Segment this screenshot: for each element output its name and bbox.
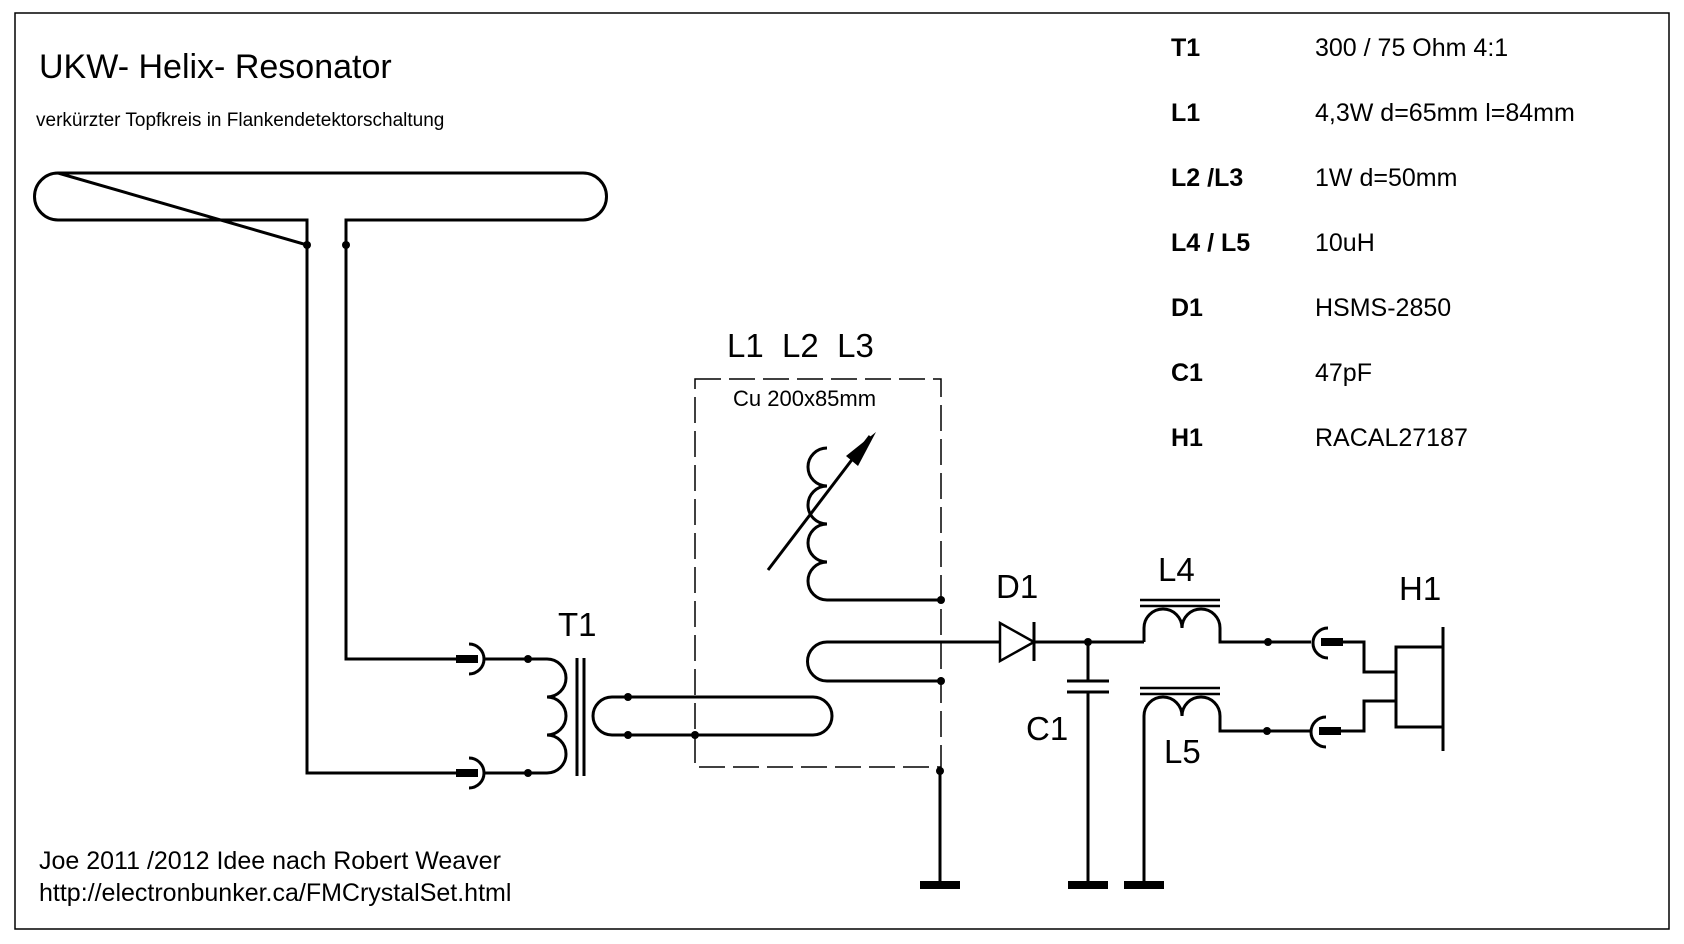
c1-capacitor (1067, 642, 1109, 889)
resonator-label: L1 L2 L3 (727, 327, 874, 364)
page-subtitle: verkürzter Topfkreis in Flankendetektors… (36, 110, 445, 131)
part-ref: L2 /L3 (1171, 164, 1244, 192)
l2-loop (808, 642, 1001, 681)
junction-dot (524, 769, 532, 777)
c1-label: C1 (1026, 710, 1069, 747)
footer-credit: Joe 2011 /2012 Idee nach Robert Weaver (39, 847, 501, 875)
l1-loop (813, 697, 832, 735)
ground-symbol (920, 881, 960, 889)
part-value: 10uH (1315, 229, 1375, 257)
resonator-box-label: Cu 200x85mm (733, 386, 877, 411)
h1-label: H1 (1399, 570, 1442, 607)
part-value: HSMS-2850 (1315, 294, 1452, 322)
part-ref: C1 (1171, 359, 1203, 387)
t1-input-connector-top (456, 644, 484, 674)
part-ref: D1 (1171, 294, 1203, 322)
part-ref: L1 (1171, 99, 1201, 127)
l3-variable-coil (808, 448, 941, 600)
d1-label: D1 (996, 568, 1039, 605)
junction-dot (937, 677, 945, 685)
d1-diode (998, 620, 1037, 664)
footer-url[interactable]: http://electronbunker.ca/FMCrystalSet.ht… (39, 879, 512, 907)
part-value: 300 / 75 Ohm 4:1 (1315, 34, 1509, 62)
t1-input-connector-bottom (456, 758, 484, 788)
part-ref: T1 (1171, 34, 1201, 62)
junction-dot (1263, 727, 1271, 735)
t1-secondary-loop (593, 697, 612, 735)
junction-dot (624, 693, 632, 701)
t1-label: T1 (558, 606, 597, 643)
part-value: 4,3W d=65mm l=84mm (1315, 99, 1575, 127)
page-title: UKW- Helix- Resonator (39, 48, 392, 86)
junction-dot (303, 241, 311, 249)
junction-dot (524, 655, 532, 663)
t1-primary-coil (547, 659, 566, 773)
folded-dipole-antenna (35, 173, 607, 245)
part-value: RACAL27187 (1315, 424, 1468, 452)
h1-earpiece (1341, 627, 1443, 751)
part-ref: L4 / L5 (1171, 229, 1251, 257)
feedline-outer (307, 245, 467, 773)
part-ref: H1 (1171, 424, 1203, 452)
h1-connector-bottom (1311, 717, 1341, 747)
l5-choke (1124, 688, 1311, 889)
junction-dot (342, 241, 350, 249)
part-value: 1W d=50mm (1315, 164, 1458, 192)
feedline-inner (346, 245, 467, 659)
junction-dot (937, 596, 945, 604)
junction-dot (624, 731, 632, 739)
part-value: 47pF (1315, 359, 1372, 387)
l5-label: L5 (1164, 733, 1201, 770)
tuning-arrowhead (846, 432, 876, 466)
h1-connector-top (1313, 628, 1343, 658)
junction-dot (691, 731, 699, 739)
resonator-shield-box (695, 379, 941, 767)
sheet-border (15, 13, 1669, 929)
l4-label: L4 (1158, 551, 1195, 588)
l4-choke (1140, 600, 1275, 642)
